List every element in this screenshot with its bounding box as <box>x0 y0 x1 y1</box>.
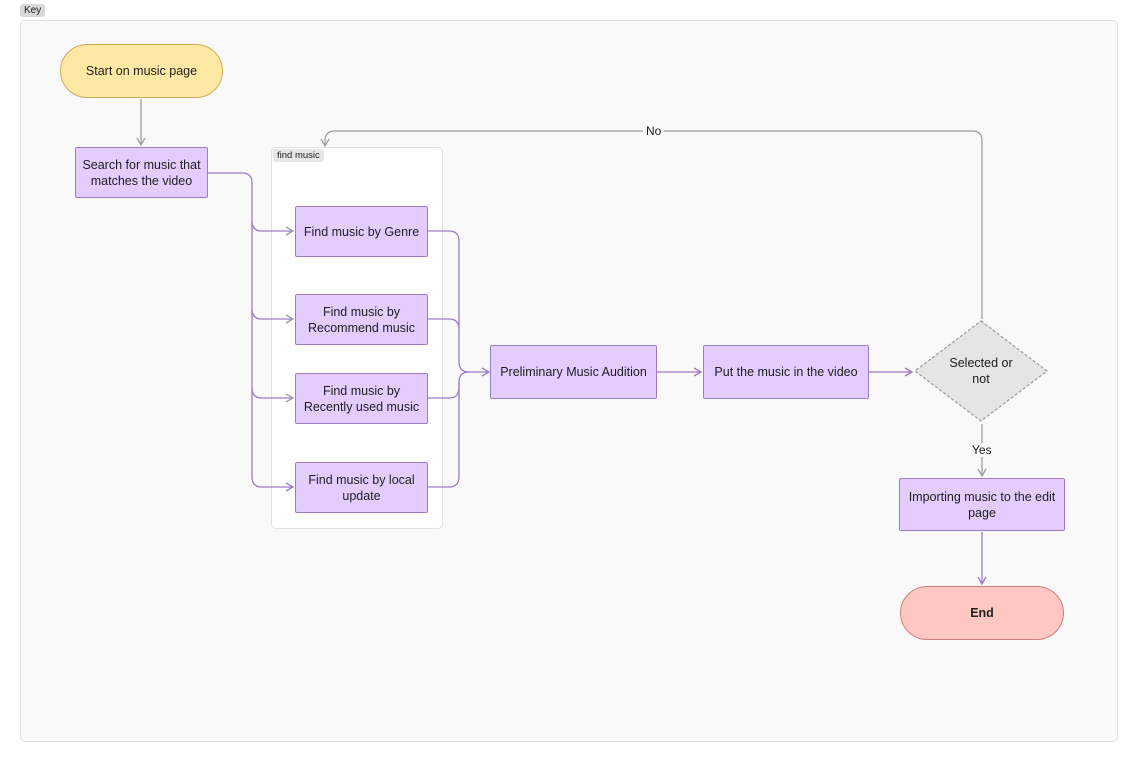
edge-label-yes: Yes <box>969 443 995 457</box>
edge-recommend-to-audition <box>428 318 460 330</box>
edge-genre-to-audition <box>428 230 491 377</box>
edge-search-to-recent <box>251 309 295 403</box>
find-by-genre-process[interactable]: Find music by Genre <box>295 206 428 257</box>
start-terminal[interactable]: Start on music page <box>60 44 223 98</box>
edge-search-to-local <box>251 388 295 492</box>
find-by-local-process[interactable]: Find music by local update <box>295 462 428 513</box>
put-music-process[interactable]: Put the music in the video <box>703 345 869 399</box>
find-by-recommend-process[interactable]: Find music by Recommend music <box>295 294 428 345</box>
find-music-section-label: find music <box>273 149 324 162</box>
find-by-recent-process[interactable]: Find music by Recently used music <box>295 373 428 424</box>
edge-search-to-recommend <box>251 221 295 324</box>
end-terminal[interactable]: End <box>900 586 1064 640</box>
key-tag: Key <box>20 4 46 17</box>
search-music-process[interactable]: Search for music that matches the video <box>75 147 208 198</box>
edge-recent-to-audition <box>428 371 470 399</box>
audition-process[interactable]: Preliminary Music Audition <box>490 345 657 399</box>
selected-decision[interactable]: Selected or not <box>914 320 1048 422</box>
import-music-process[interactable]: Importing music to the edit page <box>899 478 1065 531</box>
decision-label: Selected or not <box>949 356 1013 386</box>
edge-label-no: No <box>643 124 665 138</box>
edge-search-to-genre <box>208 172 295 236</box>
decision-diamond-shape <box>914 320 1048 422</box>
edge-local-to-audition <box>428 382 460 488</box>
